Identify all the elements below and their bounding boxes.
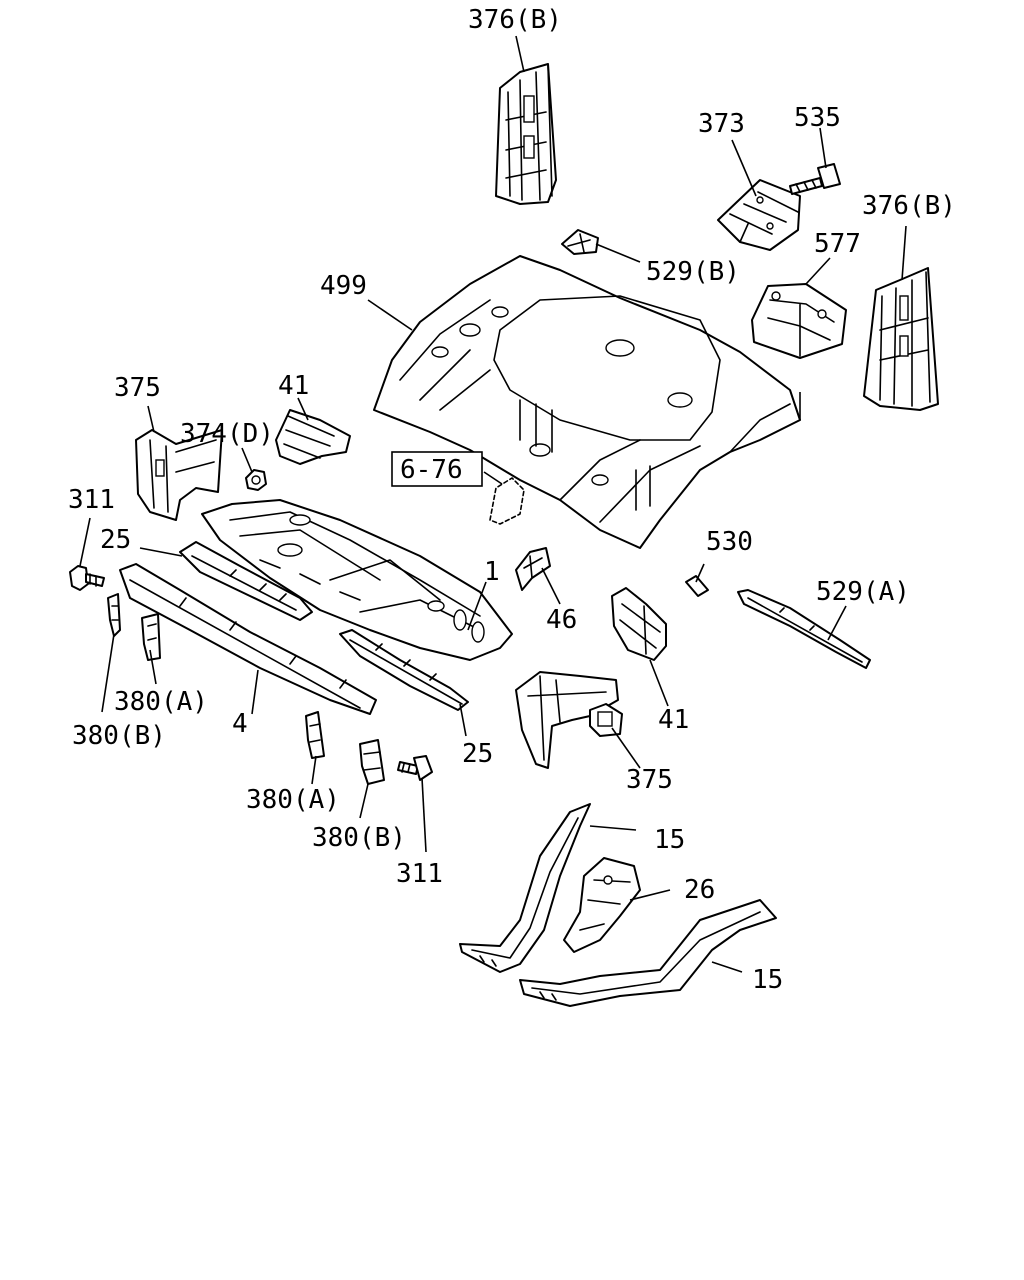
- callout-25-top[interactable]: 25: [100, 525, 131, 555]
- callout-375-top[interactable]: 375: [114, 373, 161, 403]
- callout-529b[interactable]: 529(B): [646, 257, 740, 287]
- reference-label: 6-76: [400, 455, 463, 485]
- part-380a-bottom-bracket[interactable]: [305, 711, 325, 759]
- part-311-top-bolt[interactable]: [69, 565, 105, 591]
- callout-373[interactable]: 373: [698, 109, 745, 139]
- callout-376b-right[interactable]: 376(B): [862, 191, 956, 221]
- callout-529a[interactable]: 529(A): [816, 577, 910, 607]
- callout-376b-top[interactable]: 376(B): [468, 5, 562, 35]
- callout-499[interactable]: 499: [320, 271, 367, 301]
- leader-lines: [79, 35, 907, 973]
- part-41-right-panel[interactable]: [611, 587, 667, 661]
- part-46-bracket[interactable]: [515, 547, 551, 591]
- part-577-bracket[interactable]: [751, 283, 847, 359]
- callout-380b-bottom[interactable]: 380(B): [312, 823, 406, 853]
- callout-311-top[interactable]: 311: [68, 485, 115, 515]
- callout-26[interactable]: 26: [684, 875, 715, 905]
- reference-6-76[interactable]: 6-76: [391, 451, 483, 487]
- callout-577[interactable]: 577: [814, 229, 861, 259]
- part-499-rear-floor-panel[interactable]: [373, 255, 801, 549]
- part-375-bottom-bracket[interactable]: [515, 671, 623, 769]
- callout-41-top[interactable]: 41: [278, 371, 309, 401]
- part-311-bottom-bolt[interactable]: [397, 755, 433, 781]
- callout-25-bottom[interactable]: 25: [462, 739, 493, 769]
- callout-375-bottom[interactable]: 375: [626, 765, 673, 795]
- callout-530[interactable]: 530: [706, 527, 753, 557]
- part-373-bracket[interactable]: [717, 179, 801, 251]
- callout-4[interactable]: 4: [232, 709, 248, 739]
- callout-41-right[interactable]: 41: [658, 705, 689, 735]
- callout-311-bottom[interactable]: 311: [396, 859, 443, 889]
- part-375-top-bracket[interactable]: [135, 429, 223, 521]
- part-26-bracket[interactable]: [563, 857, 641, 953]
- part-374d-nut[interactable]: [245, 469, 267, 491]
- part-1-front-floor-panel[interactable]: [201, 499, 513, 661]
- callout-15-top[interactable]: 15: [654, 825, 685, 855]
- callout-labels: 376(B) 373 535 376(B) 529(B) 577 499 41 …: [68, 5, 956, 995]
- part-25-bottom-rail[interactable]: [339, 629, 469, 711]
- reference-box: [391, 451, 483, 487]
- callout-46[interactable]: 46: [546, 605, 577, 635]
- part-25-top-rail[interactable]: [179, 541, 313, 621]
- part-376b-top-pillar[interactable]: [495, 63, 557, 205]
- callout-380a-top[interactable]: 380(A): [114, 687, 208, 717]
- part-380b-top-bracket[interactable]: [107, 593, 121, 637]
- part-535-bolt[interactable]: [789, 163, 841, 195]
- callout-15-bottom[interactable]: 15: [752, 965, 783, 995]
- part-41-top-panel[interactable]: [275, 409, 351, 465]
- part-529b-clip[interactable]: [561, 229, 599, 255]
- part-15-upper-frame-rail[interactable]: [459, 803, 591, 973]
- reference-shape-6-76: [489, 477, 525, 525]
- part-380a-top-bracket[interactable]: [141, 613, 161, 661]
- callout-374d[interactable]: 374(D): [180, 419, 274, 449]
- callout-380a-bottom[interactable]: 380(A): [246, 785, 340, 815]
- part-15-lower-frame-rail[interactable]: [519, 899, 777, 1007]
- part-530-clip[interactable]: [685, 575, 709, 597]
- part-380b-bottom-bracket[interactable]: [359, 739, 385, 785]
- part-4-crossmember[interactable]: [119, 563, 377, 715]
- callout-380b-top[interactable]: 380(B): [72, 721, 166, 751]
- part-529a-strip[interactable]: [737, 589, 871, 669]
- callout-1[interactable]: 1: [484, 557, 500, 587]
- part-376b-right-pillar[interactable]: [863, 267, 939, 411]
- callout-535[interactable]: 535: [794, 103, 841, 133]
